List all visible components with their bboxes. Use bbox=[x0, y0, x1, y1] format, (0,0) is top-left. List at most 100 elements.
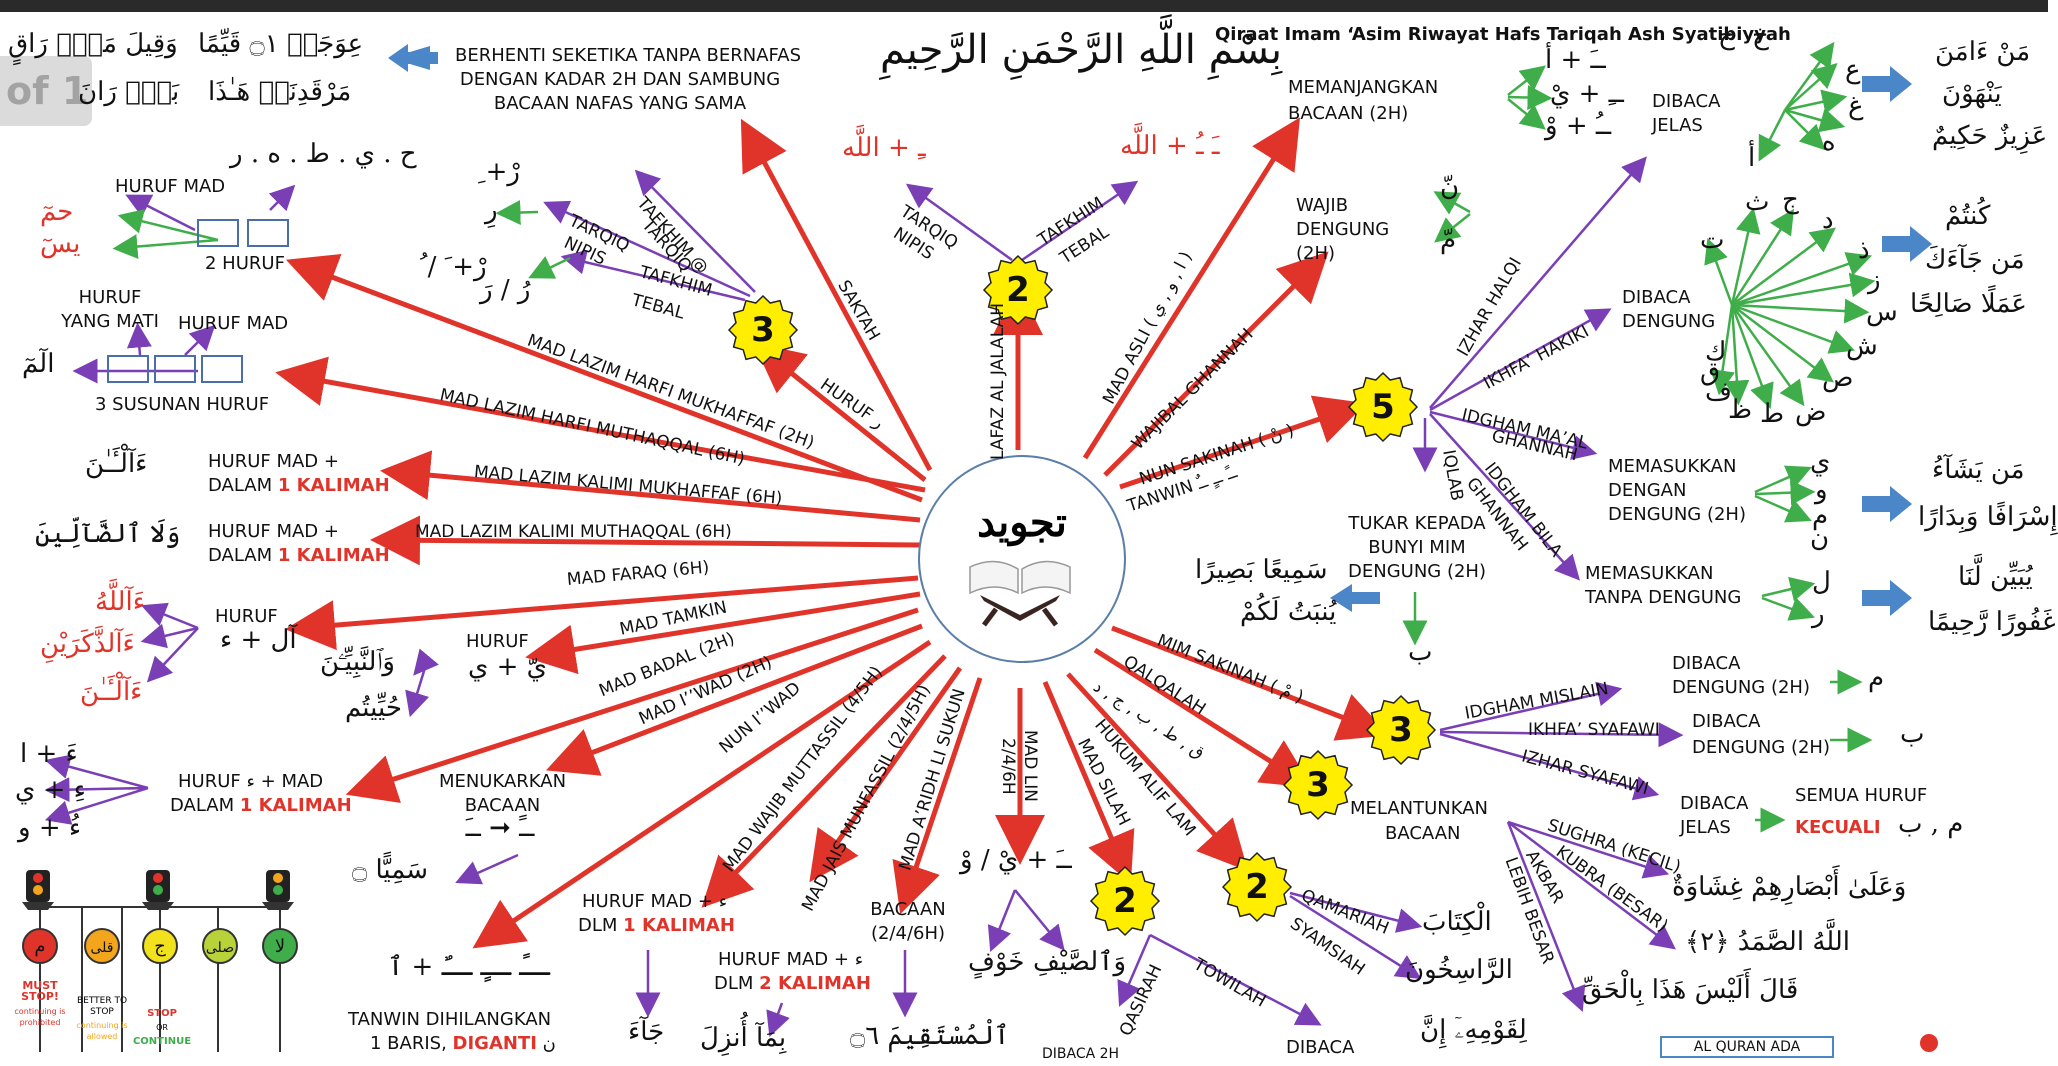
nun-iwad-arabic: ــً ــٍ ــٌ + ٱ bbox=[388, 952, 550, 982]
ikhfa-letter-1: ت bbox=[1700, 225, 1725, 255]
burst-number-mim: 3 bbox=[1389, 710, 1413, 750]
waqf-jim-text: ج bbox=[154, 936, 166, 957]
halqi-letter-ha2: ه bbox=[1822, 127, 1836, 157]
ikhfa-example-1: كُنتُمْ bbox=[1945, 201, 1991, 231]
lafaz-right-formula: ـَ ـُ + اللَّه bbox=[1120, 131, 1220, 161]
huruf-yang-mati-label: HURUF YANG MATI bbox=[61, 287, 159, 332]
waqf-circle-la: لا bbox=[260, 926, 300, 970]
alif-lam-example-1: الْكِتَابَ bbox=[1422, 907, 1492, 937]
must-stop-sub: continuing is prohibited bbox=[14, 1007, 66, 1027]
badal-example-1: ءَ + ا bbox=[20, 739, 78, 769]
tukar-2: BUNYI MIM bbox=[1368, 537, 1466, 558]
burst-number-nun: 5 bbox=[1371, 387, 1395, 427]
lin-example-1: وَٱلصَّيْفِ bbox=[1033, 947, 1127, 977]
yellow-burst-nun bbox=[1347, 371, 1419, 443]
ikhfa-letter-9: ص bbox=[1822, 363, 1854, 393]
badal-label: HURUF ء + MAD bbox=[178, 771, 324, 792]
traffic-light-1 bbox=[20, 868, 56, 916]
ikhfa-syafawi-label: IKHFA’ SYAFAWI bbox=[1528, 720, 1660, 740]
ikhfa-letter-10: ض bbox=[1795, 397, 1827, 427]
two-huruf-label: 2 HURUF bbox=[205, 253, 285, 274]
wajib-dengung-2: DENGUNG bbox=[1296, 219, 1390, 240]
lk2-label: HURUF MAD + bbox=[208, 521, 339, 542]
maal-example-2: إِسْرَافًا وَبِدَارًا bbox=[1918, 502, 2058, 532]
lk1-label2: DALAM bbox=[208, 475, 273, 496]
ra-example-2: رِ bbox=[485, 195, 498, 225]
halqi-example-3: عَزِيزٌ حَكِيمٌ bbox=[1932, 121, 2048, 151]
hamim-example: حمٓ bbox=[40, 197, 74, 227]
ikhfa-letter-12: ظ bbox=[1728, 395, 1753, 425]
yellow-burst-mad-silah bbox=[1089, 865, 1161, 937]
bila-example-2: غَفُورًا رَّحِيمًا bbox=[1928, 607, 2056, 637]
branch-mad-lazim-kalimi-muthaqqal: MAD LAZIM KALIMI MUTHAQQAL (6H) bbox=[415, 522, 732, 542]
maal-letter-nun: ن bbox=[1810, 523, 1830, 553]
ikhfa-letter-2: ث bbox=[1745, 187, 1770, 217]
lk1-kalimah: 1 KALIMAH bbox=[277, 475, 390, 496]
wajib-arabic: جَآءَ bbox=[628, 1017, 665, 1047]
ikhfa-letter-14: ق bbox=[1700, 357, 1721, 387]
waqf-la-text: لا bbox=[275, 936, 285, 957]
dibaca-jelas-2: JELAS bbox=[1652, 115, 1703, 136]
lin-example-2: خَوْفٍ bbox=[968, 947, 1025, 977]
waqf-circle-sala: صلى bbox=[200, 926, 240, 970]
maal-letter-mim: م bbox=[1812, 501, 1829, 531]
lk2-label2: DALAM bbox=[208, 545, 273, 566]
hub-title: تجويد bbox=[977, 499, 1067, 546]
waqf-circle-qala: قلى bbox=[82, 926, 122, 970]
dibaca-dengung-2: DENGUNG bbox=[1622, 311, 1716, 332]
window-top-bar bbox=[0, 0, 2048, 12]
ikhfa-letter-3: ج bbox=[1782, 185, 1799, 215]
mad-asli-formula-3: ــُ + وْ bbox=[1545, 111, 1612, 141]
tanwin-diganti: DIGANTI bbox=[452, 1033, 537, 1054]
mislain-letter: م bbox=[1868, 663, 1885, 693]
qalqalah-akbar-example: قَالَ أَلَيْسَ هَذَا بِالْحَقِّ bbox=[1582, 975, 1799, 1005]
saktah-desc-line3: BACAAN NAFAS YANG SAMA bbox=[493, 93, 747, 114]
syafawi-result-2: DENGUNG (2H) bbox=[1692, 737, 1830, 758]
badal-kalimah: 1 KALIMAH bbox=[239, 795, 352, 816]
lk1-label: HURUF MAD + bbox=[208, 451, 339, 472]
maal-example-1: مَن يَشَآءُ bbox=[1932, 455, 2025, 485]
aridh-label: BACAAN bbox=[870, 899, 946, 920]
jais-label: HURUF MAD + ء bbox=[718, 949, 864, 970]
page-indicator-badge: of 1 bbox=[0, 56, 92, 126]
ikhfa-letter-4: د bbox=[1822, 205, 1834, 235]
ra-example-1: رْ+ ِ bbox=[478, 157, 520, 187]
ikhfa-letter-11: ط bbox=[1760, 399, 1785, 429]
wajib-dengung-1: WAJIB bbox=[1296, 195, 1349, 216]
waqf-qala-text: قلى bbox=[91, 940, 114, 956]
wajib-dengung-3: (2H) bbox=[1296, 243, 1336, 264]
yellow-burst-mim bbox=[1365, 694, 1437, 766]
ikhfa-example-3: عَمَلًا صَالِحًا bbox=[1910, 289, 2027, 319]
waqf-mim-text: م bbox=[34, 936, 45, 957]
waqf-circle-mim: م bbox=[20, 926, 60, 970]
lk2-arabic: وَلَا ٱلضَّآلِّينَ bbox=[35, 519, 181, 549]
kecuali-letters: م , ب bbox=[1898, 809, 1964, 839]
saktah-example-1: عِوَجَاۜ ۝١ قَيِّمًا bbox=[198, 29, 364, 59]
saktah-example-4: بَلْۜ رَانَ bbox=[78, 77, 180, 107]
ra-example-4: رْ+ َ / ُ bbox=[420, 252, 487, 282]
tukar-3: DENGUNG (2H) bbox=[1348, 561, 1486, 582]
halqi-example-1: مَنْ ءَامَنَ bbox=[1935, 37, 2031, 67]
burst-number-qalqalah: 3 bbox=[1306, 765, 1330, 805]
halqi-letter-kha: خ bbox=[1752, 21, 1769, 51]
wajib-kalimah: 1 KALIMAH bbox=[623, 915, 735, 936]
ikhfa-example-2: مَن جَآءَكَ bbox=[1925, 245, 2025, 275]
qalqalah-kubra-example: اللَّهُ الصَّمَدُ ﴿٢﴾ bbox=[1685, 927, 1851, 957]
syafawi-letter: ب bbox=[1900, 719, 1925, 749]
memasukkan-2: DENGAN bbox=[1608, 480, 1687, 501]
yasin-example: يسٓ bbox=[40, 229, 81, 259]
red-dot-icon bbox=[1920, 1034, 1938, 1052]
tukar-1: TUKAR KEPADA bbox=[1348, 513, 1486, 534]
tanpa-dengung-2: TANPA DENGUNG bbox=[1585, 587, 1742, 608]
burst-number-alif-lam: 2 bbox=[1245, 867, 1269, 907]
tamkin-sub: يّ + ي bbox=[468, 652, 548, 682]
three-susunan-label: 3 SUSUNAN HURUF bbox=[95, 394, 270, 415]
yellow-burst-alif-lam bbox=[1221, 851, 1293, 923]
kecuali-label: KECUALI bbox=[1795, 817, 1881, 838]
lk1-arabic: ءَآلْـَٔـٰنَ bbox=[85, 449, 148, 479]
huruf-letters-row: ح . ي . ط . ه . ر bbox=[230, 139, 417, 169]
dibaca-jelas-1: DIBACA bbox=[1652, 91, 1721, 112]
silah-bottom-2: DIBACA bbox=[1286, 1037, 1355, 1058]
